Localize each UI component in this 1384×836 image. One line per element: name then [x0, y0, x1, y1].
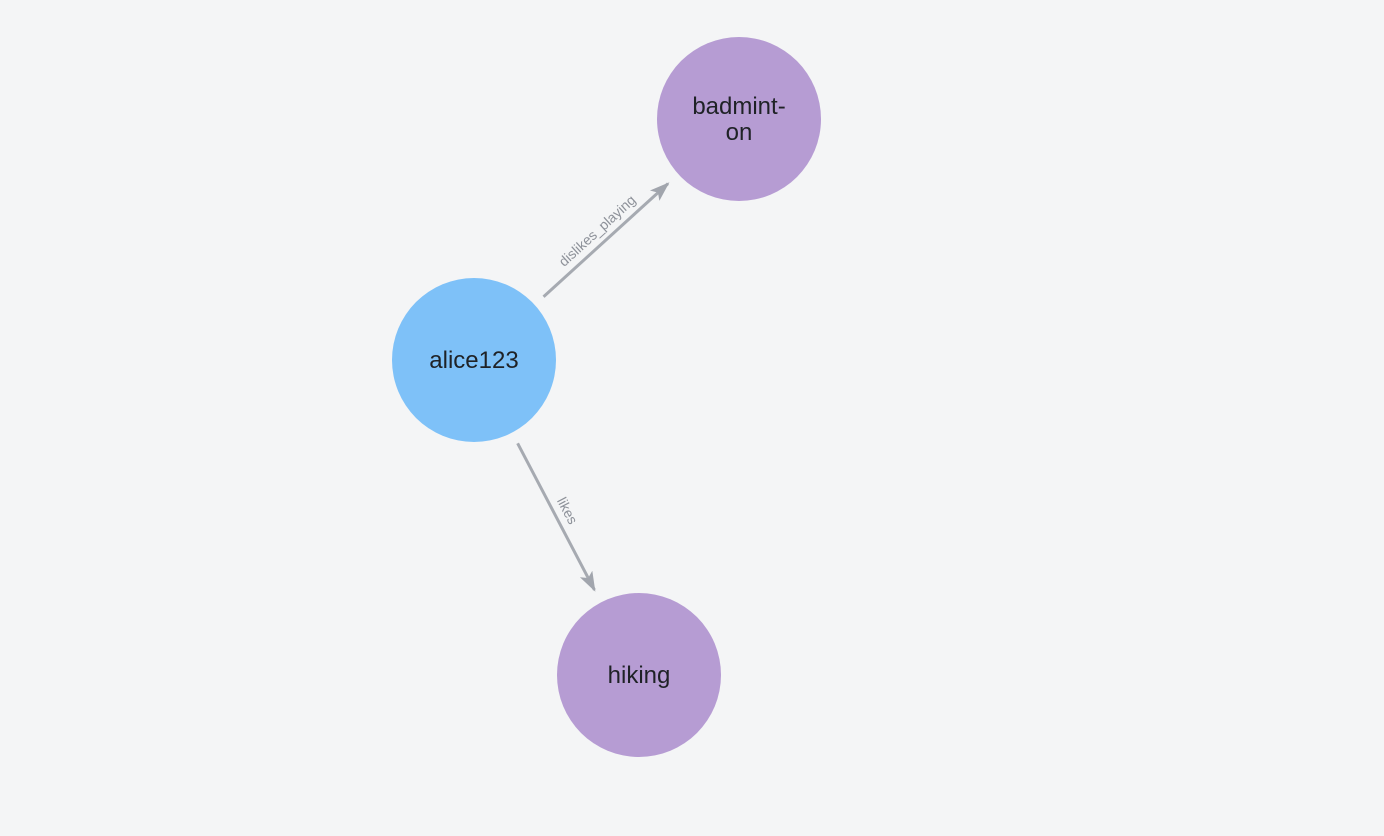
edge-line-likes[interactable]: [516, 442, 596, 592]
node-circle-alice123[interactable]: [392, 278, 556, 442]
edge-line-dislikes_playing[interactable]: [542, 182, 670, 298]
edge-likes: likes: [516, 442, 596, 592]
graph-node-hiking: hiking: [557, 593, 721, 757]
node-circle-hiking[interactable]: [557, 593, 721, 757]
node-circle-badminton[interactable]: [657, 37, 821, 201]
edge-label-dislikes_playing[interactable]: dislikes_playing: [555, 192, 638, 270]
graph-node-alice123: alice123: [392, 278, 556, 442]
graph-node-badminton: badmint-on: [657, 37, 821, 201]
edge-dislikes_playing: dislikes_playing: [542, 182, 670, 298]
